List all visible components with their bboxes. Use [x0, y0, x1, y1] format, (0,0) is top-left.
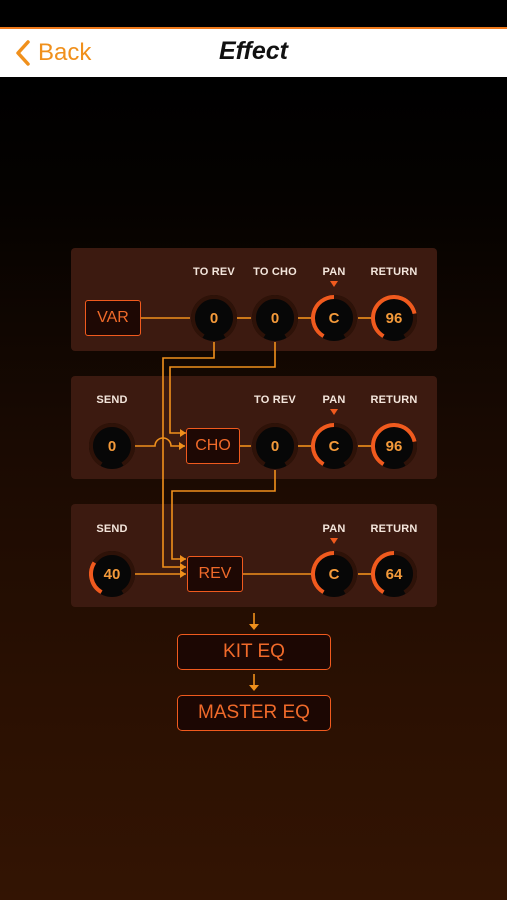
var-pan-knob[interactable]: C [311, 295, 357, 341]
rev-send-label: SEND [96, 523, 128, 535]
cho-pan-label: PAN [322, 394, 346, 406]
rev-pan-center-marker [330, 538, 338, 544]
page-title: Effect [218, 37, 288, 65]
rev-return-label: RETURN [370, 523, 418, 535]
var-to-cho-label: TO CHO [253, 266, 297, 278]
var-return-knob[interactable]: 96 [371, 295, 417, 341]
accent-line [0, 27, 507, 29]
var-to-rev-label: TO REV [193, 266, 235, 278]
rev-return-knob[interactable]: 64 [371, 551, 417, 597]
rev-send-knob[interactable]: 40 [89, 551, 135, 597]
effect-routing-view: TO REV TO CHO PAN RETURN VAR 0 0 C 96 SE… [0, 77, 507, 900]
knob-arc [311, 295, 357, 338]
back-button[interactable]: Back [12, 35, 91, 71]
nav-bar: Back Effect [0, 29, 507, 77]
knob-arc [89, 423, 135, 466]
cho-to-rev-label: TO REV [254, 394, 296, 406]
rev-box[interactable]: REV [187, 556, 243, 592]
var-to-cho-knob[interactable]: 0 [252, 295, 298, 341]
status-bar [0, 0, 507, 27]
cho-box[interactable]: CHO [186, 428, 240, 464]
cho-send-label: SEND [96, 394, 128, 406]
var-to-rev-knob[interactable]: 0 [191, 295, 237, 341]
cho-pan-knob[interactable]: C [311, 423, 357, 469]
var-return-label: RETURN [370, 266, 418, 278]
knob-arc [371, 423, 417, 466]
chevron-left-icon [16, 40, 30, 66]
rev-pan-knob[interactable]: C [311, 551, 357, 597]
cho-pan-center-marker [330, 409, 338, 415]
signal-wires [135, 317, 371, 691]
var-pan-label: PAN [322, 266, 346, 278]
var-box[interactable]: VAR [85, 300, 141, 336]
knob-arc [311, 551, 357, 594]
cho-return-label: RETURN [370, 394, 418, 406]
rev-pan-label: PAN [322, 523, 346, 535]
cho-return-knob[interactable]: 96 [371, 423, 417, 469]
var-pan-center-marker [330, 281, 338, 287]
knob-arc [371, 295, 417, 338]
knob-arc [371, 551, 417, 594]
cho-panel [71, 376, 437, 479]
knob-arc [89, 551, 135, 594]
master-eq-button[interactable]: MASTER EQ [177, 695, 331, 731]
rev-panel [71, 504, 437, 607]
knob-arc [191, 295, 237, 338]
kit-eq-button[interactable]: KIT EQ [177, 634, 331, 670]
back-label: Back [38, 39, 92, 66]
knob-arc [252, 423, 298, 466]
cho-send-knob[interactable]: 0 [89, 423, 135, 469]
knob-arc [252, 295, 298, 338]
cho-to-rev-knob[interactable]: 0 [252, 423, 298, 469]
knob-arc [311, 423, 357, 466]
